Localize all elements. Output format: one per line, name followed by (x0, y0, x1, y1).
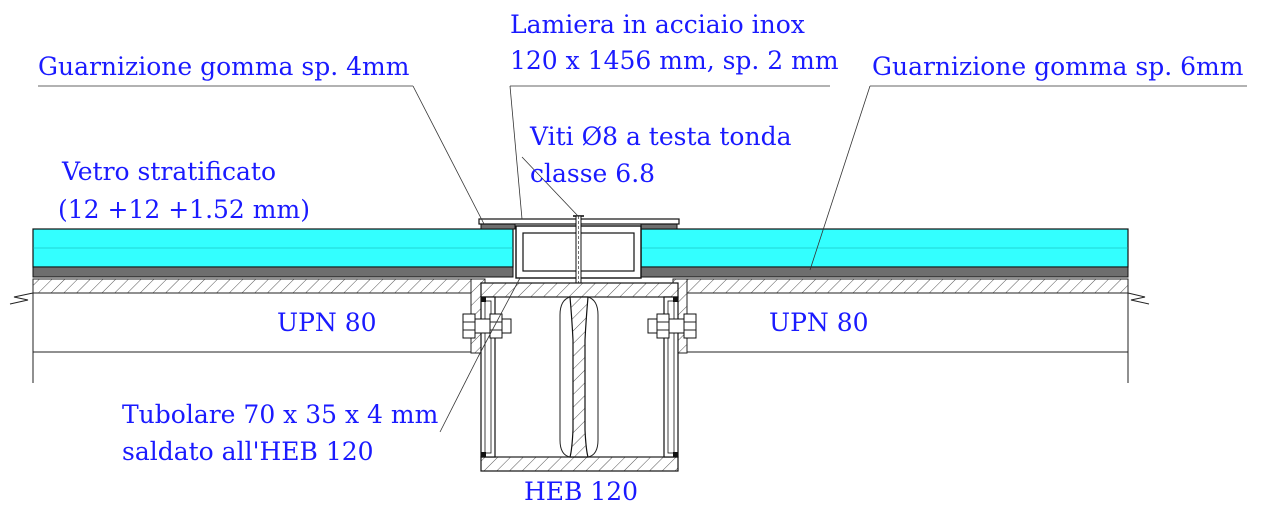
label-heb: HEB 120 (524, 477, 638, 506)
side-bolt-right (647, 313, 697, 339)
label-vetro-1: Vetro stratificato (61, 157, 276, 186)
label-guarnizione-6mm: Guarnizione gomma sp. 6mm (872, 52, 1244, 81)
leader-lines (38, 85, 1247, 433)
label-viti-2: classe 6.8 (530, 159, 655, 188)
upn-80-left (9, 278, 472, 383)
label-guarnizione-4mm: Guarnizione gomma sp. 4mm (38, 52, 410, 81)
label-viti-1: Viti Ø8 a testa tonda (529, 122, 792, 151)
gasket-6mm-right (640, 266, 1129, 278)
label-tubolare-2: saldato all'HEB 120 (122, 437, 374, 466)
upn-80-right (686, 278, 1150, 383)
laminated-glass (32, 228, 1129, 268)
annotation-labels: Lamiera in acciaio inox 120 x 1456 mm, s… (38, 10, 1244, 506)
label-lamiera-2: 120 x 1456 mm, sp. 2 mm (510, 46, 839, 75)
label-lamiera-1: Lamiera in acciaio inox (510, 10, 805, 39)
label-upn-right: UPN 80 (769, 308, 869, 337)
label-upn-left: UPN 80 (277, 308, 377, 337)
side-bolt-left (462, 313, 512, 339)
heb-120-section (480, 282, 679, 472)
gasket-6mm-left (32, 266, 514, 278)
label-vetro-2: (12 +12 +1.52 mm) (58, 195, 310, 224)
label-tubolare-1: Tubolare 70 x 35 x 4 mm (122, 400, 439, 429)
